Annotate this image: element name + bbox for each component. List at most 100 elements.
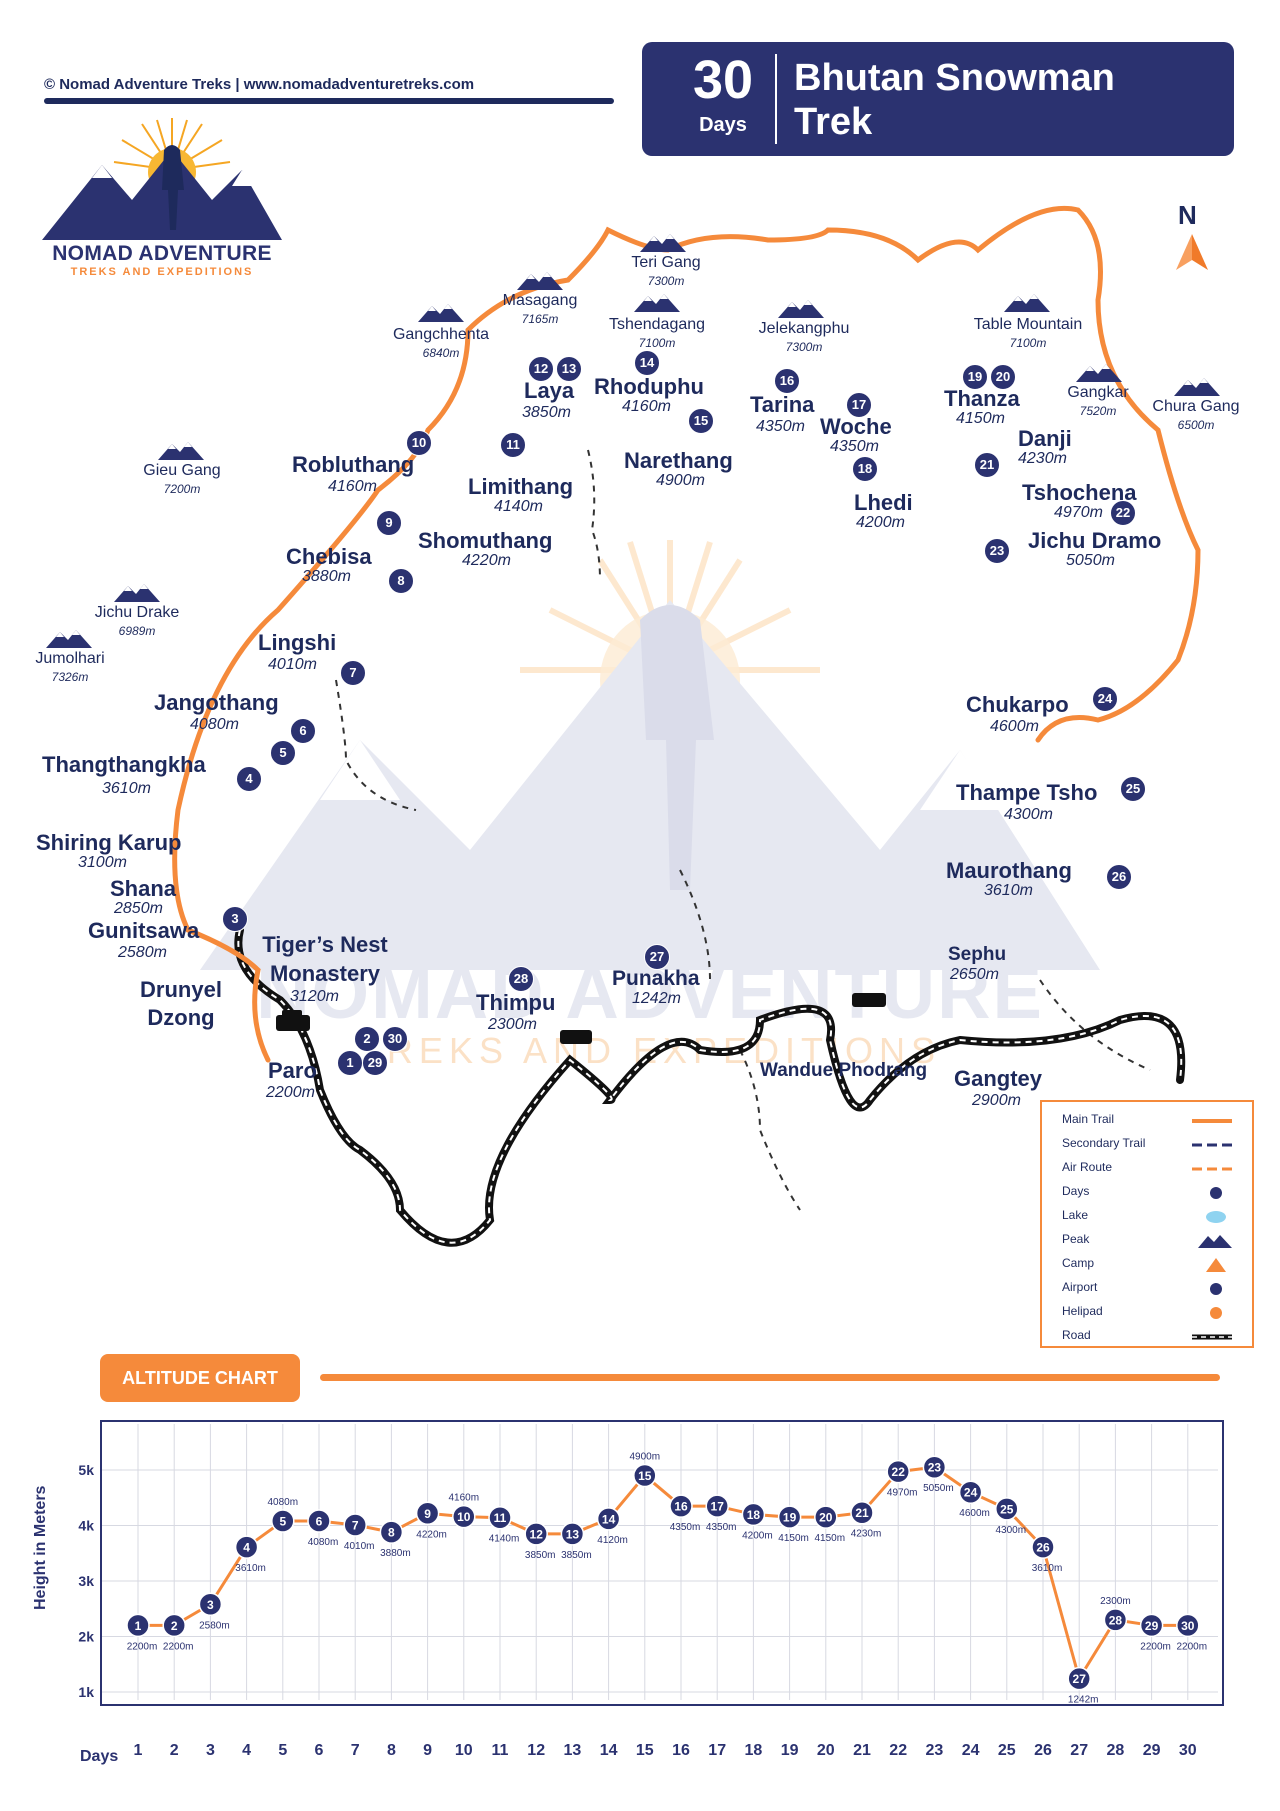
data-point	[452, 1504, 476, 1529]
day-dot-icon	[1210, 1187, 1222, 1199]
place-shiring-karup: Shiring Karup	[36, 830, 182, 855]
data-point	[234, 1535, 259, 1559]
data-point-day: 5	[279, 1515, 286, 1529]
x-tick-label: 4	[242, 1742, 251, 1759]
data-point-day: 23	[928, 1461, 942, 1475]
north-arrow-icon	[1176, 234, 1208, 270]
data-point-day: 26	[1036, 1541, 1050, 1555]
map-day-badge: 4	[236, 766, 262, 792]
data-point	[1176, 1613, 1200, 1638]
legend-label: Days	[1062, 1184, 1090, 1198]
place-wandue-phodrang: Wandue Phodrang	[760, 1060, 928, 1081]
data-point	[814, 1505, 838, 1529]
data-label: 1242m	[1068, 1695, 1099, 1706]
peak-alt: 7100m	[638, 336, 676, 350]
peak-icon	[114, 584, 160, 602]
data-label: 4300m	[996, 1525, 1027, 1536]
data-point-day: 13	[566, 1527, 580, 1541]
place-danji: Danji	[1018, 426, 1072, 451]
peak-icon	[778, 300, 824, 318]
map-day-badge: 10	[406, 430, 432, 456]
data-label: 2200m	[1177, 1641, 1208, 1652]
alt-shana: 2850m	[114, 900, 163, 917]
y-tick-label: 1k	[78, 1684, 94, 1700]
data-label: 3850m	[561, 1550, 592, 1561]
x-tick-label: 3	[206, 1742, 215, 1759]
alt-lhedi: 4200m	[856, 514, 905, 531]
alt-thanza: 4150m	[956, 410, 1005, 427]
y-tick-label: 4k	[78, 1518, 94, 1534]
data-point	[126, 1613, 150, 1638]
map-day-badge: 26	[1106, 864, 1132, 890]
alt-chukarpo: 4600m	[990, 718, 1039, 735]
peak-alt: 6500m	[1177, 418, 1215, 432]
place-limithang: Limithang	[468, 474, 574, 499]
place-sephu: Sephu	[948, 944, 1007, 965]
lake-icon	[1206, 1211, 1226, 1223]
place-narethang: Narethang	[624, 448, 733, 473]
x-tick-label: 12	[527, 1742, 545, 1759]
data-label: 4970m	[887, 1488, 918, 1499]
map-day-badge: 29	[362, 1050, 388, 1076]
airport-icon	[1210, 1283, 1222, 1295]
altitude-chart-frame	[100, 1420, 1224, 1706]
alt-thimpu: 2300m	[488, 1016, 537, 1033]
data-point	[705, 1494, 729, 1518]
data-label: 4160m	[449, 1493, 480, 1504]
title-divider	[775, 54, 777, 144]
data-label: 4220m	[416, 1529, 447, 1540]
car-icon	[852, 993, 886, 1007]
map-day-badge: 28	[508, 966, 534, 992]
map-day-badge: 19	[962, 364, 988, 390]
road-icon	[1192, 1334, 1232, 1340]
data-label: 2580m	[199, 1620, 230, 1631]
map-day-badge: 22	[1110, 500, 1136, 526]
legend-label: Secondary Trail	[1062, 1136, 1146, 1150]
data-point-day: 17	[711, 1500, 725, 1514]
x-tick-label: 11	[492, 1742, 509, 1759]
legend-label: Main Trail	[1062, 1112, 1115, 1126]
peak-icon	[1076, 364, 1122, 382]
legend-label: Air Route	[1062, 1160, 1113, 1174]
data-label: 4350m	[706, 1522, 737, 1533]
alt-thampe-tsho: 4300m	[1004, 806, 1053, 823]
data-point	[777, 1505, 802, 1529]
x-tick-label: 26	[1034, 1742, 1052, 1759]
data-point-day: 12	[530, 1527, 544, 1541]
air-route-icon	[1192, 1167, 1232, 1171]
x-tick-label: 1	[134, 1742, 143, 1759]
x-tick-label: 21	[853, 1742, 871, 1759]
data-point-day: 10	[457, 1510, 471, 1524]
data-point	[162, 1613, 186, 1638]
data-label: 2300m	[1100, 1596, 1131, 1607]
x-tick-label: 28	[1107, 1742, 1125, 1759]
data-point-day: 8	[388, 1526, 395, 1540]
map-day-badge: 15	[688, 408, 714, 434]
car-icon	[276, 1010, 310, 1031]
data-label: 2200m	[163, 1641, 194, 1652]
alt-maurothang: 3610m	[984, 882, 1033, 899]
peak-icon	[1174, 378, 1220, 396]
header-rule	[44, 98, 614, 104]
alt-lingshi: 4010m	[268, 656, 317, 673]
x-tick-label: 18	[745, 1742, 763, 1759]
data-point	[995, 1497, 1019, 1521]
data-point-day: 22	[892, 1465, 906, 1479]
map-day-badge: 18	[852, 456, 878, 482]
data-point-day: 11	[494, 1511, 507, 1525]
peak-alt: 6840m	[422, 346, 460, 360]
x-tick-label: 16	[672, 1742, 690, 1759]
data-point-day: 4	[243, 1541, 250, 1555]
map-day-badge: 1	[337, 1050, 363, 1076]
x-tick-label: 15	[636, 1742, 654, 1759]
peak-alt: 7300m	[785, 340, 823, 354]
legend-label: Peak	[1062, 1232, 1090, 1246]
data-point-day: 14	[602, 1512, 616, 1526]
peak-icon	[634, 294, 680, 312]
peak-name: Chura Gang	[1152, 398, 1240, 415]
map-day-badge: 8	[388, 568, 414, 594]
north-label: N	[1178, 200, 1197, 230]
alt-gangtey: 2900m	[972, 1092, 1021, 1109]
x-tick-label: 27	[1070, 1742, 1088, 1759]
alt-woche: 4350m	[830, 438, 879, 455]
